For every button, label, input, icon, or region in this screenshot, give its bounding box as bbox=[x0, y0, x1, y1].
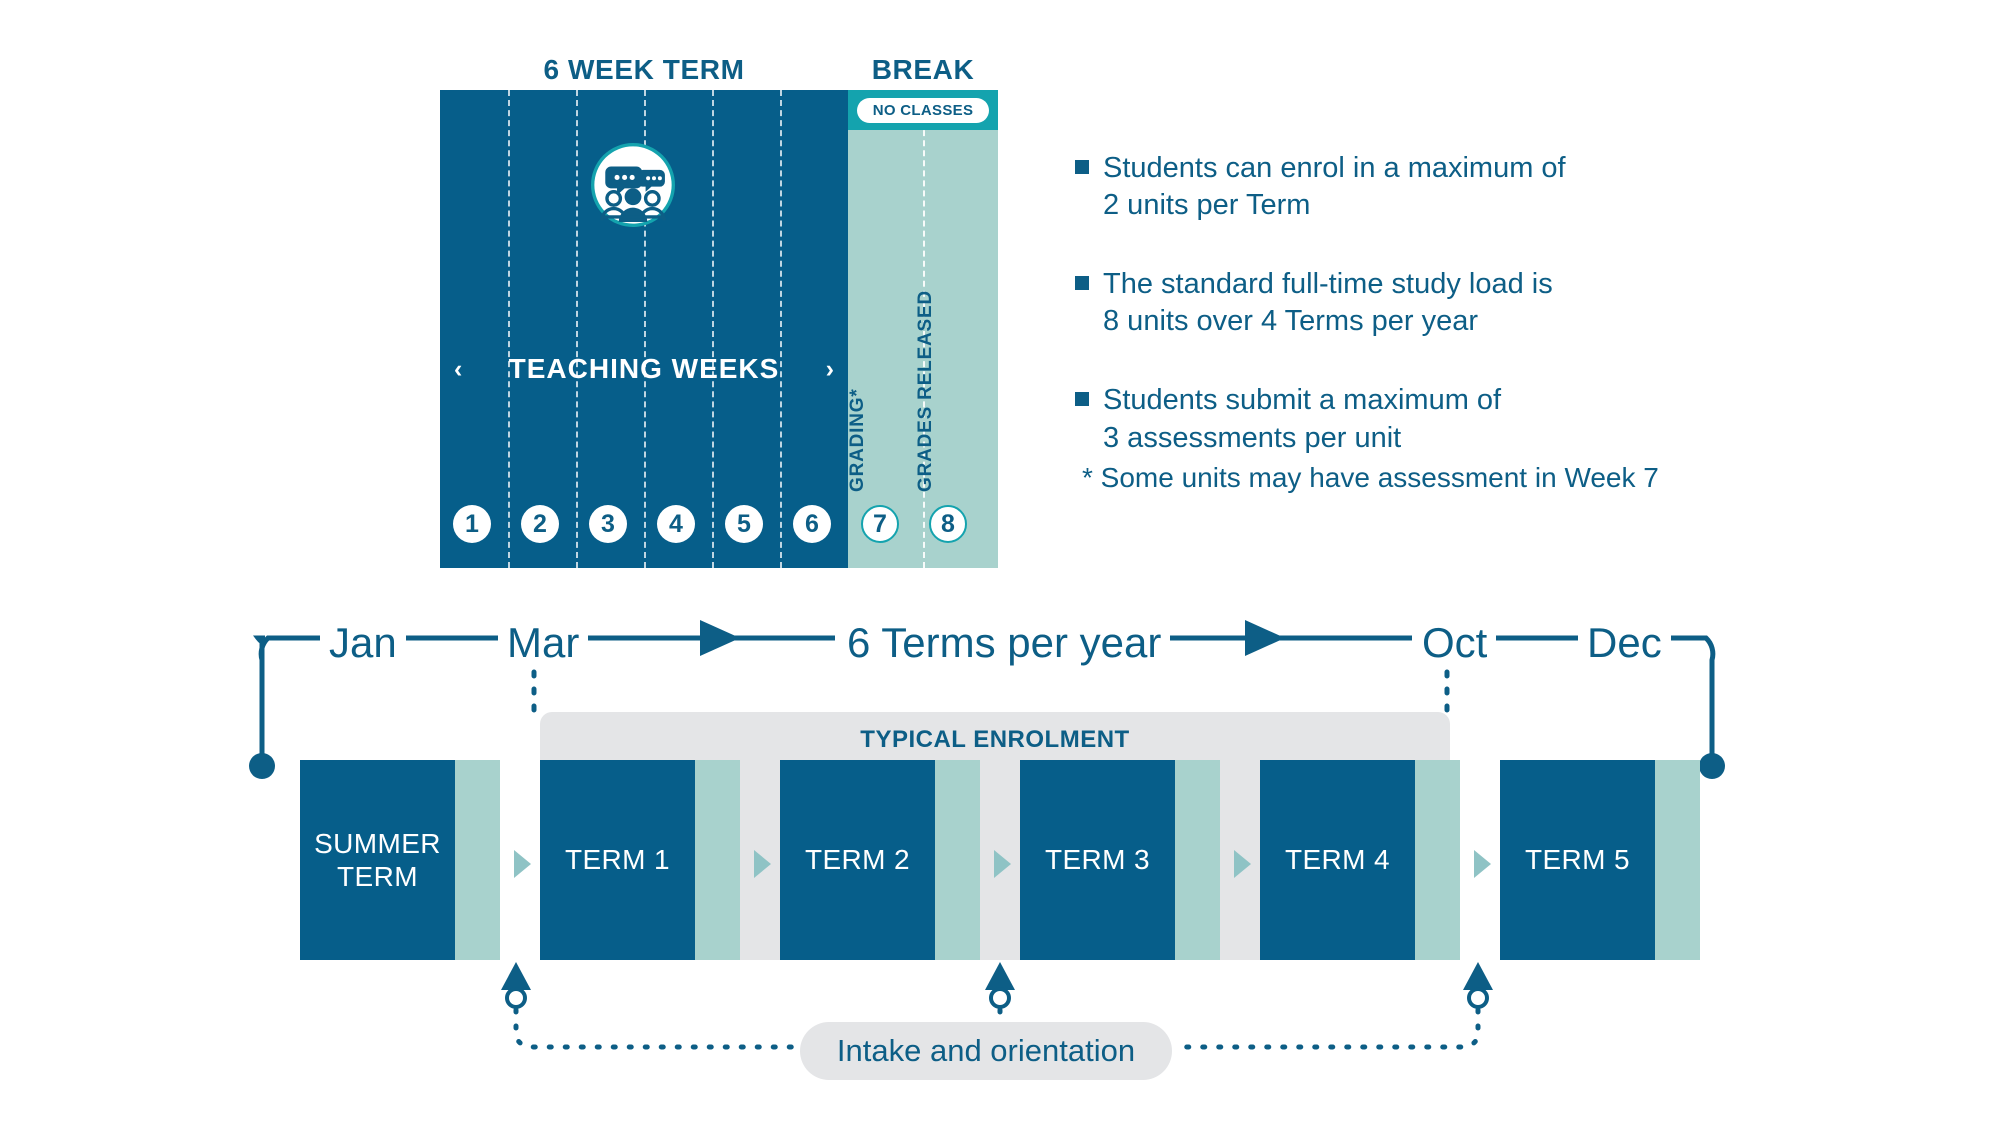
intake-arrow-icon-2 bbox=[985, 962, 1015, 990]
term-break-part bbox=[1415, 760, 1460, 960]
term-label-line1: SUMMER bbox=[314, 827, 441, 859]
enrolment-band-label: TYPICAL ENROLMENT bbox=[860, 726, 1130, 753]
month-label-oct: Oct bbox=[1413, 622, 1497, 664]
bullet-line-1: Students can enrol in a maximum of bbox=[1103, 152, 1566, 184]
term-separator-arrow-icon-4 bbox=[1234, 850, 1251, 878]
week-divider-5 bbox=[780, 90, 782, 568]
term-separator-arrow-icon-1 bbox=[514, 850, 531, 878]
term-label-line2: TERM bbox=[337, 861, 418, 892]
week-number-3: 3 bbox=[589, 505, 627, 543]
teaching-weeks-label: TEACHING WEEKS bbox=[508, 353, 780, 384]
bullet-line-1: Students submit a maximum of bbox=[1103, 384, 1502, 417]
week-divider-2 bbox=[576, 90, 578, 568]
term-block-2[interactable]: TERM 2 bbox=[780, 760, 980, 960]
notes-list: Students can enrol in a maximum of 2 uni… bbox=[1075, 150, 1695, 499]
term-break-part bbox=[1655, 760, 1700, 960]
chevron-right-icon: › bbox=[825, 354, 834, 383]
term-separator-arrow-icon-5 bbox=[1474, 850, 1491, 878]
group-discussion-icon bbox=[591, 143, 675, 227]
terms-per-year-label: 6 Terms per year bbox=[838, 622, 1171, 664]
week-divider-3 bbox=[644, 90, 646, 568]
term-block-1[interactable]: TERM 1 bbox=[540, 760, 740, 960]
term-label: TERM 3 bbox=[1044, 844, 1151, 876]
term-teaching-part: TERM 2 bbox=[780, 760, 935, 960]
assessment-footnote: * Some units may have assessment in Week… bbox=[1082, 462, 1659, 493]
month-label-jan: Jan bbox=[320, 622, 406, 664]
list-item: Students can enrol in a maximum of 2 uni… bbox=[1075, 150, 1695, 224]
term-block-5[interactable]: TERM 5 bbox=[1500, 760, 1700, 960]
bullet-line-1: The standard full-time study load is bbox=[1103, 268, 1553, 301]
term-block-summer[interactable]: SUMMER TERM bbox=[300, 760, 500, 960]
week-number-5: 5 bbox=[725, 505, 763, 543]
grading-label: GRADING* bbox=[847, 388, 868, 492]
term-teaching-part: TERM 4 bbox=[1260, 760, 1415, 960]
term-structure-diagram: 6 WEEK TERM BREAK NO CLASSES ‹ TEACHING … bbox=[440, 54, 1695, 568]
term-separator-arrow-icon-2 bbox=[754, 850, 771, 878]
month-label-mar: Mar bbox=[498, 622, 589, 664]
month-label-dec: Dec bbox=[1578, 622, 1671, 664]
week-divider-4 bbox=[712, 90, 714, 568]
week-number-2: 2 bbox=[521, 505, 559, 543]
term-block-3[interactable]: TERM 3 bbox=[1020, 760, 1220, 960]
week-number-7: 7 bbox=[861, 505, 899, 543]
six-week-term-heading: 6 WEEK TERM bbox=[543, 54, 745, 85]
bullet-square-icon bbox=[1075, 392, 1089, 407]
list-item: The standard full-time study load is 8 u… bbox=[1075, 266, 1695, 340]
term-teaching-part: SUMMER TERM bbox=[300, 760, 455, 960]
intake-arrow-icon-3 bbox=[1463, 962, 1493, 990]
bullet-text: Students can enrol in a maximum of 2 uni… bbox=[1103, 150, 1566, 224]
week-number-1: 1 bbox=[453, 505, 491, 543]
week-number-6: 6 bbox=[793, 505, 831, 543]
week-divider-7 bbox=[923, 90, 925, 568]
bullet-line-2: 2 units per Term bbox=[1103, 189, 1311, 222]
term-break-part bbox=[695, 760, 740, 960]
bullet-square-icon bbox=[1075, 276, 1089, 291]
term-teaching-part: TERM 1 bbox=[540, 760, 695, 960]
term-label: TERM 5 bbox=[1524, 844, 1631, 876]
teaching-weeks-row: ‹ TEACHING WEEKS › bbox=[440, 345, 848, 393]
term-label: TERM 2 bbox=[804, 844, 911, 876]
bullet-text: Students submit a maximum of 3 assessmen… bbox=[1103, 382, 1501, 456]
bullet-line-2: 3 assessments per unit bbox=[1103, 421, 1402, 454]
no-classes-badge: NO CLASSES bbox=[857, 98, 989, 123]
term-break-part bbox=[1175, 760, 1220, 960]
week-divider-1 bbox=[508, 90, 510, 568]
week-number-4: 4 bbox=[657, 505, 695, 543]
list-item: Students submit a maximum of 3 assessmen… bbox=[1075, 382, 1695, 456]
term-separator-arrow-icon-3 bbox=[994, 850, 1011, 878]
term-break-part bbox=[455, 760, 500, 960]
term-teaching-part: TERM 3 bbox=[1020, 760, 1175, 960]
bullet-square-icon bbox=[1075, 160, 1089, 174]
break-heading: BREAK bbox=[871, 54, 975, 85]
term-label: SUMMER TERM bbox=[306, 827, 449, 893]
right-arrow-icon bbox=[700, 620, 740, 656]
week-number-8: 8 bbox=[929, 505, 967, 543]
term-label: TERM 1 bbox=[564, 844, 671, 876]
intake-orientation-label: Intake and orientation bbox=[800, 1022, 1172, 1080]
right-arrow-icon-2 bbox=[1245, 620, 1285, 656]
bullet-line-2: 8 units over 4 Terms per year bbox=[1103, 305, 1479, 338]
intake-arrow-icon-1 bbox=[501, 962, 531, 990]
chevron-left-icon: ‹ bbox=[454, 354, 463, 383]
term-break-part bbox=[935, 760, 980, 960]
grades-released-label: GRADES RELEASED bbox=[915, 289, 936, 492]
term-block-4[interactable]: TERM 4 bbox=[1260, 760, 1460, 960]
term-teaching-part: TERM 5 bbox=[1500, 760, 1655, 960]
bullet-text: The standard full-time study load is 8 u… bbox=[1103, 266, 1553, 340]
term-label: TERM 4 bbox=[1284, 844, 1391, 876]
